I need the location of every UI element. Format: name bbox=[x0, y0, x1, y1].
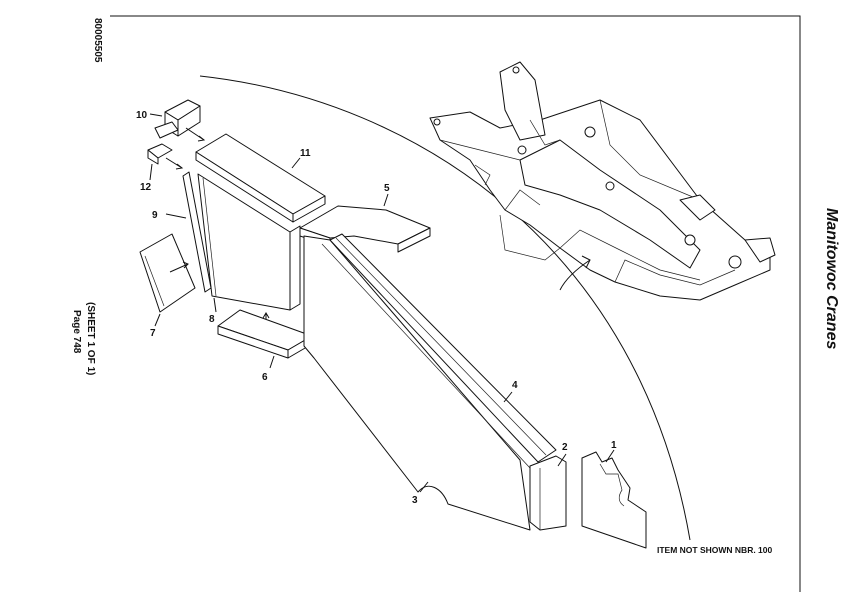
sheet-label: (SHEET 1 OF 1) bbox=[85, 302, 96, 376]
part-12 bbox=[147, 143, 173, 165]
page-border bbox=[110, 15, 801, 592]
part-3 bbox=[303, 235, 531, 531]
callout-11: 11 bbox=[300, 148, 311, 159]
frame-assembly-illustration bbox=[429, 61, 776, 301]
part-6 bbox=[217, 309, 313, 359]
leader-5 bbox=[383, 193, 389, 207]
callout-9: 9 bbox=[152, 210, 158, 221]
part-8 bbox=[197, 173, 301, 311]
leader-7 bbox=[154, 313, 161, 327]
leader-11 bbox=[291, 157, 301, 169]
leader-3 bbox=[419, 481, 429, 493]
callout-2: 2 bbox=[562, 442, 568, 453]
leader-4 bbox=[503, 391, 513, 403]
part-9 bbox=[182, 171, 212, 293]
leader-6 bbox=[269, 355, 275, 369]
callout-5: 5 bbox=[384, 183, 390, 194]
arrow-7 bbox=[169, 263, 189, 273]
part-7 bbox=[139, 233, 196, 313]
callout-10: 10 bbox=[136, 110, 148, 121]
leader-1 bbox=[605, 449, 615, 463]
leader-8 bbox=[213, 297, 217, 313]
brand-title: Manitowoc Cranes bbox=[823, 208, 840, 350]
callout-4: 4 bbox=[512, 380, 518, 391]
part-10 bbox=[154, 99, 201, 139]
callout-12: 12 bbox=[140, 182, 152, 193]
document-number: 80005505 bbox=[92, 18, 103, 63]
part-2 bbox=[529, 455, 567, 531]
leader-2 bbox=[557, 453, 567, 467]
callout-7: 7 bbox=[150, 328, 156, 339]
callout-1: 1 bbox=[611, 440, 617, 451]
part-4 bbox=[329, 233, 557, 463]
part-1 bbox=[581, 451, 647, 549]
callout-3: 3 bbox=[412, 495, 418, 506]
callout-6: 6 bbox=[262, 372, 268, 383]
callout-8: 8 bbox=[209, 314, 215, 325]
leader-12 bbox=[149, 163, 153, 181]
page-number: Page 748 bbox=[71, 310, 82, 354]
leader-10 bbox=[149, 113, 163, 117]
leader-9 bbox=[165, 213, 187, 219]
footnote: ITEM NOT SHOWN NBR. 100 bbox=[657, 545, 773, 555]
part-11 bbox=[195, 133, 326, 223]
